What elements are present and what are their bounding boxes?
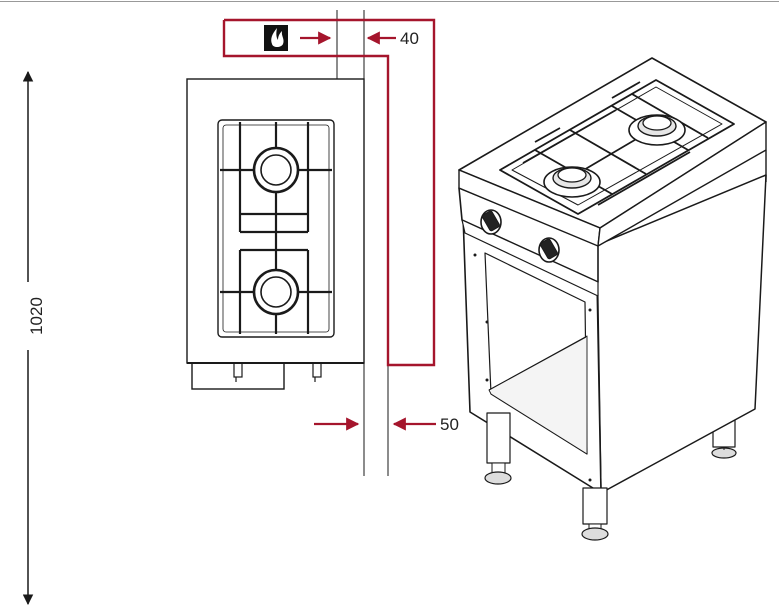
knob-left: [233, 362, 243, 382]
control-knob-right: [538, 237, 560, 263]
gas-connection-line: 40: [222, 18, 436, 367]
clearance-dimension: 50: [314, 415, 459, 434]
gas-offset-label: 40: [400, 29, 419, 48]
burner-bottom: [252, 268, 300, 316]
height-label: 1020: [27, 297, 46, 335]
leg-front-left: [484, 412, 512, 485]
flame-icon-shape: [271, 28, 284, 47]
cooker-isometric-view: [458, 57, 767, 541]
wall-lines: [336, 10, 389, 476]
leg-front-right: [581, 487, 609, 541]
clearance-label: 50: [440, 415, 459, 434]
hob-top-view: [186, 78, 365, 390]
burner-back: [628, 114, 686, 146]
knob-right: [312, 362, 322, 382]
burner-front: [543, 166, 601, 198]
height-dimension: 1020: [22, 70, 46, 606]
control-knob-left: [480, 209, 502, 235]
burner-top: [252, 146, 300, 194]
